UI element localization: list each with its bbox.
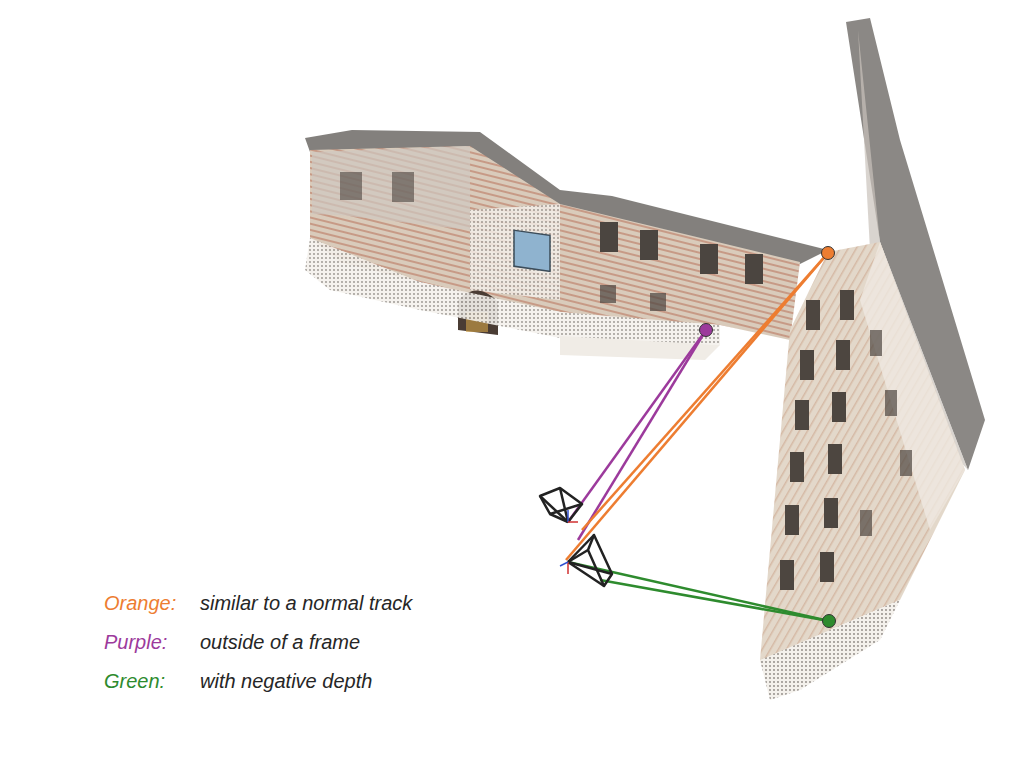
legend-text: outside of a frame [200, 631, 360, 654]
legend-swatch: Orange: [104, 592, 200, 615]
legend-row: Purple: outside of a frame [104, 623, 412, 662]
legend-key: Green: [104, 670, 165, 692]
legend: Orange: similar to a normal trackPurple: o… [104, 584, 412, 701]
legend-swatch: Purple: [104, 631, 200, 654]
legend-row: Green: with negative depth [104, 662, 412, 701]
legend-swatch: Green: [104, 670, 200, 693]
legend-row: Orange: similar to a normal track [104, 584, 412, 623]
legend-text: similar to a normal track [200, 592, 412, 615]
track-point [700, 247, 836, 628]
camera-axes [560, 510, 578, 574]
legend-text: with negative depth [200, 670, 372, 693]
rear-building [305, 130, 828, 360]
camera-frustum [540, 488, 612, 586]
projection-rays [566, 253, 829, 621]
legend-key: Orange: [104, 592, 176, 614]
right-building [760, 18, 985, 700]
legend-key: Purple: [104, 631, 167, 653]
